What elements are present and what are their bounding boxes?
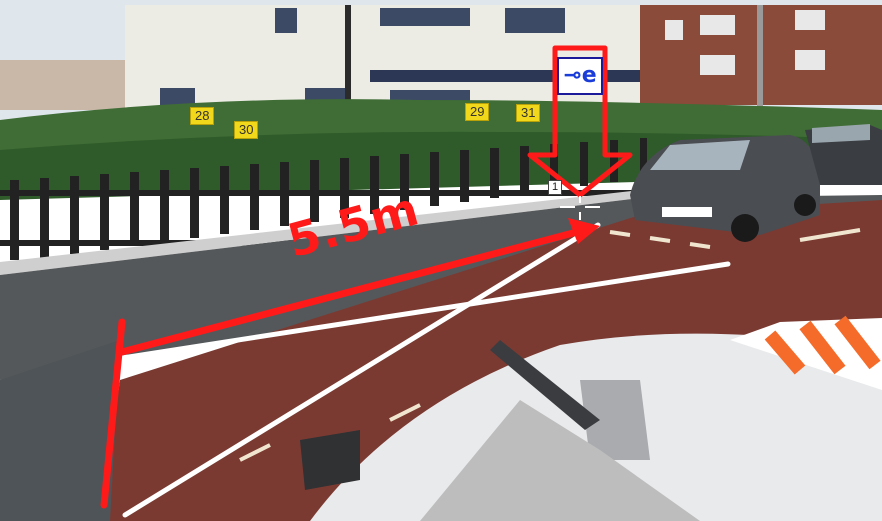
curb [0, 190, 640, 275]
house-number-tag: 30 [234, 121, 259, 139]
charger-sign-glyph: ⊸e [563, 63, 597, 88]
location-marker-number: 1 [548, 180, 563, 195]
parked-car-dark [805, 124, 882, 185]
measurement-arrowhead [568, 218, 600, 244]
white-guide-lines [119, 222, 731, 518]
house-number-tag: 29 [465, 103, 490, 121]
down-arrow-icon [527, 45, 633, 198]
foreground-vehicle [300, 315, 882, 521]
house-number-tag: 31 [516, 104, 541, 122]
ev-charging-plug-icon: ⊸e [557, 57, 603, 95]
house-number-tag: 28 [190, 107, 215, 125]
target-crosshair-icon [560, 196, 600, 220]
far-houses [0, 60, 130, 110]
street-pole [757, 5, 763, 135]
red-measurement-lines [100, 224, 596, 509]
road-markings [239, 228, 861, 462]
parked-car-grey [630, 135, 820, 242]
